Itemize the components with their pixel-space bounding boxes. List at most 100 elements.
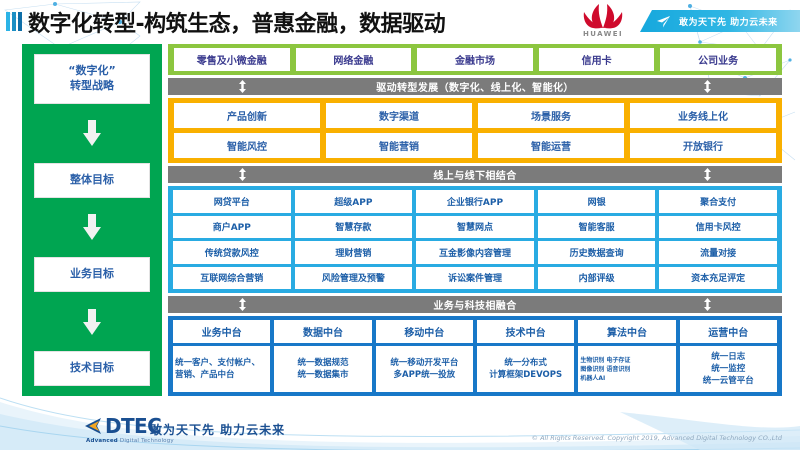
drive-item-smart-marketing[interactable]: 智能营销 [326,133,472,158]
platform-desc-mobile: 统一移动开发平台多APP统一投放 [375,346,473,392]
business-line-retail[interactable]: 零售及小微金融 [174,48,290,71]
huawei-logo-icon: HUAWEI [575,3,631,41]
online-item-super-app[interactable]: 超级APP [294,190,413,213]
footer-slogan: 敢为天下先 助力云未来 [150,423,286,437]
band-drive-transformation: 驱动转型发展（数字化、线上化、智能化） [168,78,782,95]
strategy-box-digital-transformation[interactable]: “数字化” 转型战略 [34,54,150,104]
business-line-internet-finance[interactable]: 网络金融 [295,48,412,71]
drive-item-open-banking[interactable]: 开放银行 [630,133,776,158]
online-layer-band: 网贷平台 超级APP 企业银行APP 网银 聚合支付 商户APP 智慧存款 智慧… [168,186,782,293]
strategy-box-tech-goal[interactable]: 技术目标 [34,351,150,386]
online-layer-row-3: 传统贷款风控 理财营销 互金影像内容管理 历史数据查询 流量对接 [173,241,777,264]
dtec-tagline-rest: Digital Technology [117,438,174,444]
double-arrow-icon-left-1 [239,80,246,93]
strategy-box-business-goal[interactable]: 业务目标 [34,257,150,292]
drive-item-product-innovation[interactable]: 产品创新 [174,103,320,128]
dtec-tagline-bold: Advanced [86,438,118,444]
band-fusion-label: 业务与科技相融合 [433,301,517,312]
online-item-smart-customer-service[interactable]: 智能客服 [537,215,656,238]
platform-head-data[interactable]: 数据中台 [274,320,372,343]
business-line-financial-market[interactable]: 金融市场 [417,48,533,71]
online-item-risk-mgmt-alert[interactable]: 风险管理及预警 [294,266,413,289]
double-arrow-icon-right-1 [704,80,711,93]
huawei-petal-icon [583,4,623,29]
down-arrow-icon-2 [83,214,101,241]
double-arrow-icon-right-3 [704,298,711,311]
platform-desc-algorithm: 生物识别 电子存证图像识别 语音识别机器人AI [578,346,676,392]
drive-item-digital-channel[interactable]: 数字渠道 [326,103,472,128]
drive-item-scenario-service[interactable]: 场景服务 [478,103,624,128]
slide-header: 数字化转型-构筑生态，普惠金融，数据驱动 HUAWEI 敢为天下先 助力云未来 [0,0,800,42]
page-title: 数字化转型-构筑生态，普惠金融，数据驱动 [28,12,446,37]
band-online-offline: 线上与线下相结合 [168,166,782,183]
paper-plane-icon [656,15,671,28]
huawei-wordmark: HUAWEI [583,30,623,38]
online-layer-row-4: 互联网综合营销 风险管理及预警 诉讼案件管理 内部评级 资本充足评定 [173,266,777,289]
drive-layer-row-1: 产品创新 数字渠道 场景服务 业务线上化 [174,103,776,128]
platform-head-operation[interactable]: 运营中台 [679,320,777,343]
online-layer-row-1: 网贷平台 超级APP 企业银行APP 网银 聚合支付 [173,190,777,213]
copyright-text: © All Rights Reserved. Copyright 2019, A… [531,434,782,442]
double-arrow-icon-left-3 [239,298,246,311]
double-arrow-icon-left-2 [239,168,246,181]
band-drive-label: 驱动转型发展（数字化、线上化、智能化） [376,83,574,94]
drive-layer-band: 产品创新 数字渠道 场景服务 业务线上化 智能风控 智能营销 智能运营 开放银行 [168,98,782,163]
drive-layer-row-2: 智能风控 智能营销 智能运营 开放银行 [174,133,776,158]
platform-descs-row: 统一客户、支付帐户、营销、产品中台 统一数据规范统一数据集市 统一移动开发平台多… [173,346,777,392]
title-accent-bars [6,12,22,31]
footer-swoosh-decoration [0,397,800,450]
platform-desc-operation: 统一日志统一监控统一云管平台 [679,346,777,392]
online-item-enterprise-bank-app[interactable]: 企业银行APP [416,190,534,213]
down-arrow-icon-1 [83,120,101,147]
platform-head-business[interactable]: 业务中台 [173,320,271,343]
online-item-smart-deposit[interactable]: 智慧存款 [294,215,413,238]
drive-item-smart-risk-control[interactable]: 智能风控 [174,133,320,158]
strategy-label-line1: “数字化” [68,64,116,77]
business-line-corporate[interactable]: 公司业务 [660,48,776,71]
down-arrow-icon-3 [83,308,101,335]
online-item-aggregate-payment[interactable]: 聚合支付 [659,190,777,213]
architecture-column: 零售及小微金融 网络金融 金融市场 信用卡 公司业务 驱动转型发展（数字化、线上… [168,44,782,396]
online-item-loan-platform[interactable]: 网贷平台 [173,190,291,213]
online-item-litigation-case-mgmt[interactable]: 诉讼案件管理 [416,266,534,289]
dtec-tagline: Advanced Digital Technology [86,438,174,444]
platform-desc-business: 统一客户、支付帐户、营销、产品中台 [173,346,271,392]
dtec-wordmark: DTEC [105,414,162,438]
diagram-body: “数字化” 转型战略 整体目标 业务目标 技术目标 零售及小微金融 网络金融 金… [22,44,782,396]
online-item-traditional-loan-risk[interactable]: 传统贷款风控 [173,241,291,264]
platform-heads-row: 业务中台 数据中台 移动中台 技术中台 算法中台 运营中台 [173,320,777,343]
platform-head-algorithm[interactable]: 算法中台 [578,320,676,343]
strategy-box-overall-goal[interactable]: 整体目标 [34,162,150,198]
business-lines-band: 零售及小微金融 网络金融 金融市场 信用卡 公司业务 [168,44,782,75]
cloud-slogan-banner: 敢为天下先 助力云未来 [640,10,800,32]
online-item-online-banking[interactable]: 网银 [537,190,656,213]
online-item-historical-data-query[interactable]: 历史数据查询 [537,241,656,264]
platform-head-mobile[interactable]: 移动中台 [375,320,473,343]
dtec-logo: DTEC Advanced Digital Technology [84,416,174,444]
online-item-merchant-app[interactable]: 商户APP [173,215,291,238]
online-item-wealth-marketing[interactable]: 理财营销 [294,241,413,264]
strategy-label-line2: 转型战略 [70,78,114,92]
platform-layer-band: 业务中台 数据中台 移动中台 技术中台 算法中台 运营中台 统一客户、支付帐户、… [168,316,782,396]
drive-item-business-online[interactable]: 业务线上化 [630,103,776,128]
online-item-internal-rating[interactable]: 内部评级 [537,266,656,289]
banner-slogan-text: 敢为天下先 助力云未来 [679,17,778,28]
dtec-triangle-icon [85,418,101,434]
business-line-credit-card[interactable]: 信用卡 [538,48,655,71]
online-item-image-content-mgmt[interactable]: 互金影像内容管理 [416,241,534,264]
double-arrow-icon-right-2 [704,168,711,181]
platform-head-tech[interactable]: 技术中台 [476,320,575,343]
drive-item-smart-operation[interactable]: 智能运营 [478,133,624,158]
strategy-column: “数字化” 转型战略 整体目标 业务目标 技术目标 [22,44,162,396]
online-layer-row-2: 商户APP 智慧存款 智慧网点 智能客服 信用卡风控 [173,215,777,238]
online-item-smart-branch[interactable]: 智慧网点 [416,215,534,238]
online-item-capital-adequacy[interactable]: 资本充足评定 [659,266,777,289]
online-item-internet-marketing[interactable]: 互联网综合营销 [173,266,291,289]
band-online-offline-label: 线上与线下相结合 [433,171,517,182]
slide-footer: DTEC Advanced Digital Technology 敢为天下先 助… [0,396,800,450]
platform-desc-tech: 统一分布式计算框架DEVOPS [476,346,575,392]
online-item-credit-card-risk[interactable]: 信用卡风控 [659,215,777,238]
platform-desc-data: 统一数据规范统一数据集市 [274,346,372,392]
online-item-traffic-integration[interactable]: 流量对接 [659,241,777,264]
